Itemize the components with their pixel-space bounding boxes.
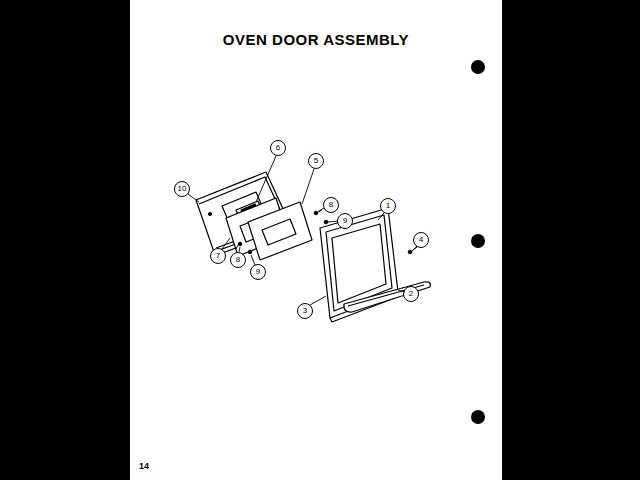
- callout-number: 9: [256, 268, 260, 276]
- callout-number: 7: [216, 252, 220, 260]
- glass-window: [262, 219, 296, 245]
- callout-number: 8: [236, 256, 240, 264]
- screws: [208, 210, 417, 254]
- page: [130, 0, 502, 480]
- door-glass: [332, 224, 386, 303]
- callout-number: 3: [303, 307, 307, 315]
- callout-number: 2: [409, 290, 413, 298]
- glass: [248, 202, 312, 260]
- callout-number: 4: [419, 236, 423, 244]
- diagram-title: OVEN DOOR ASSEMBLY: [223, 32, 409, 47]
- leader-lines: [188, 156, 417, 305]
- callout-number: 9: [343, 217, 347, 225]
- callout-number: 5: [314, 157, 318, 165]
- callout-circles: [175, 141, 429, 319]
- handle-ridge: [348, 285, 424, 306]
- binder-holes: [471, 60, 485, 424]
- callout-number: 10: [178, 185, 187, 193]
- page-number: 14: [139, 462, 149, 471]
- callout-number: 8: [329, 201, 333, 209]
- handle: [344, 282, 431, 312]
- callout-number: 1: [386, 202, 390, 210]
- callout-number: 6: [276, 144, 280, 152]
